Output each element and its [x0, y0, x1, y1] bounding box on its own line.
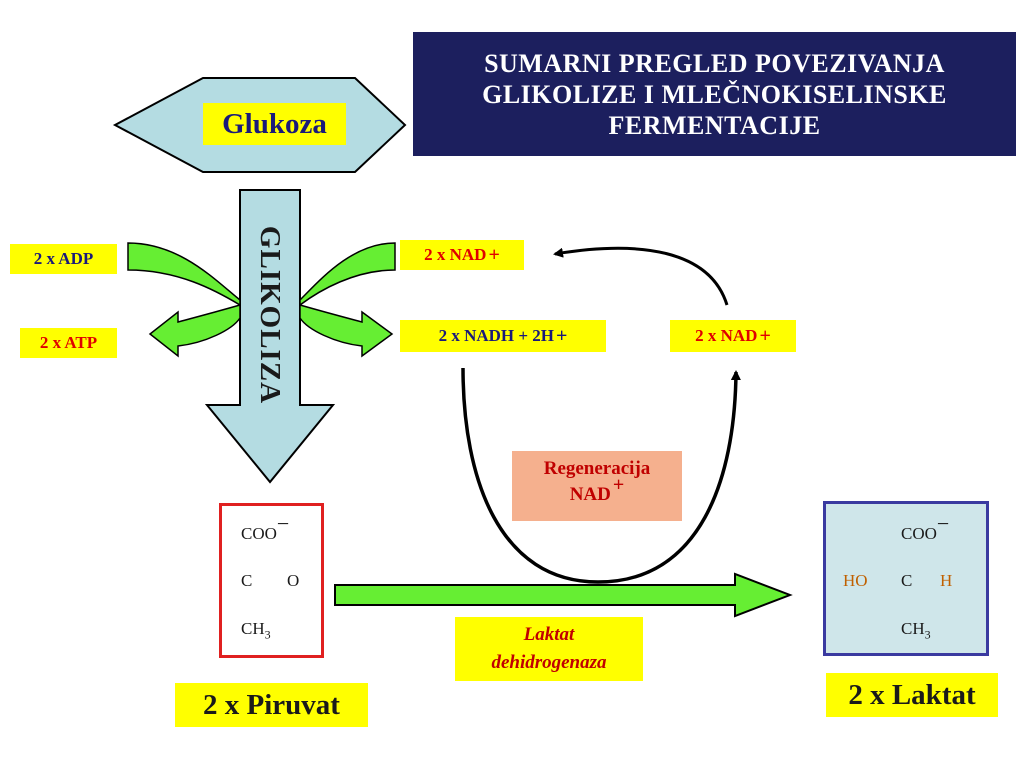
atp-label: 2 x ATP [20, 328, 117, 358]
nad-nadh-curved-arrow [299, 242, 396, 358]
nad-right-text: 2 x NAD [695, 326, 758, 345]
lactate-ch3: CH3 [901, 619, 931, 642]
nad-return-arc [553, 246, 729, 306]
atp-text: 2 x ATP [39, 333, 98, 352]
adp-text: 2 x ADP [33, 249, 94, 268]
lactate-label-text: 2 x Laktat [848, 678, 976, 711]
pyruvate-minus: − [276, 511, 290, 536]
regeneration-plus: + [612, 474, 625, 496]
glycolysis-label: GLIKOLIZA [254, 215, 286, 415]
pyruvate-ch-text: CH [241, 619, 265, 638]
nadh-text: 2 x NADH + 2H [438, 326, 555, 345]
pyruvate-label-text: 2 x Piruvat [203, 688, 340, 721]
lactate-minus: − [936, 511, 950, 536]
title-box: SUMARNI PREGLED POVEZIVANJA GLIKOLIZE I … [413, 32, 1016, 156]
lactate-carbon: C [901, 571, 913, 590]
pyruvate-ch3: CH3 [241, 619, 271, 642]
pyruvate-structure-box [219, 503, 324, 658]
nad-right-label: 2 x NAD + [670, 320, 796, 352]
glycolysis-text: GLIKOLIZA [254, 225, 286, 405]
regeneration-line-2: NAD+ [512, 475, 682, 508]
glucose-label: Glukoza [203, 103, 346, 145]
regeneration-box: Regeneracija NAD+ [512, 451, 682, 521]
regeneration-nad: NAD [569, 484, 611, 505]
adp-label: 2 x ADP [10, 244, 117, 274]
regeneration-curve [461, 367, 741, 584]
title-line-1: SUMARNI PREGLED POVEZIVANJA [484, 48, 945, 78]
nad-top-label: 2 x NAD + [400, 240, 524, 270]
pyruvate-label: 2 x Piruvat [175, 683, 368, 727]
enzyme-line-2: dehidrogenaza [491, 652, 607, 673]
regeneration-line-1: Regeneracija [543, 458, 651, 479]
lactate-coo-text: COO [901, 524, 937, 543]
enzyme-box: Laktat dehidrogenaza [455, 617, 643, 681]
nad-top-text: 2 x NAD [424, 245, 487, 264]
title-line-2: GLIKOLIZE I MLEČNOKISELINSKE [482, 79, 947, 109]
adp-atp-curved-arrow [127, 242, 241, 358]
title-line-3: FERMENTACIJE [608, 110, 821, 140]
glycolysis-arrow [204, 189, 336, 484]
pyruvate-coo-text: COO [241, 524, 277, 543]
lactate-hydrogen: H [940, 571, 953, 590]
lactate-sub3: 3 [924, 627, 931, 642]
pyruvate-carbon: C [241, 571, 253, 590]
lactate-label: 2 x Laktat [826, 673, 998, 717]
pyruvate-coo: COO− [241, 513, 289, 544]
enzyme-line-1: Laktat [523, 624, 575, 645]
glucose-text: Glukoza [222, 107, 327, 140]
pyruvate-oxygen: O [287, 571, 300, 590]
lactate-ho: HO [843, 571, 868, 590]
lactate-structure-box [823, 501, 989, 656]
pyruvate-sub3: 3 [264, 627, 271, 642]
nadh-label: 2 x NADH + 2H + [400, 320, 606, 352]
lactate-coo: COO− [901, 513, 949, 544]
pyruvate-lactate-arrow [334, 572, 793, 618]
lactate-ch-text: CH [901, 619, 925, 638]
